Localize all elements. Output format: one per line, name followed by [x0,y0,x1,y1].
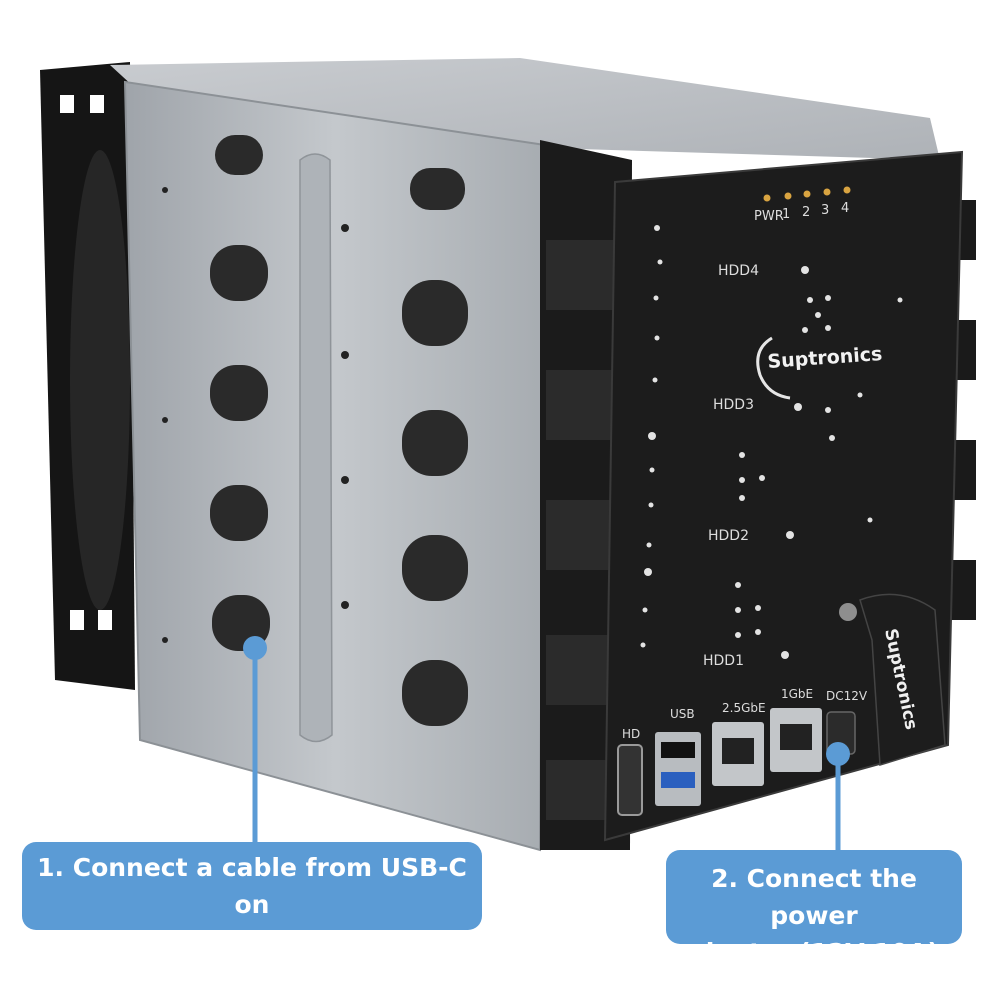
hdd-label-3: HDD3 [713,397,754,413]
rear-frame [40,62,135,690]
hdd-label-4: HDD4 [718,263,759,279]
fan-bracket: Suptronics [839,593,946,766]
ethernet-port-1gbe [770,708,822,772]
port-label-hd: HD [622,727,640,741]
side-panel [123,80,547,852]
callout-usb-c: 1. Connect a cable from USB-C on the IO … [22,842,482,956]
port-label-1gbe: 1GbE [781,687,813,701]
callout-power: 2. Connect the power adapter (12V 10A). [666,850,962,967]
led-label-3: 3 [821,203,829,218]
callout-usb-c-line-1: 1. Connect a cable from USB-C on [37,853,467,919]
callout-leaders [243,636,850,850]
ethernet-port-2.5gbe [712,722,764,786]
callout-usb-c-line-2: the IO board to the host device. [26,927,478,956]
callout-power-line-1: 2. Connect the power [711,864,917,930]
mounting-holes [640,225,903,659]
led-label-1: 1 [782,207,790,222]
fan-icon [70,150,130,610]
io-board: PWR 1 2 3 4 HDD4 HDD3 HDD2 HDD1 Suptroni… [603,150,964,842]
hdmi-port [617,744,643,816]
port-label-dc12v: DC12V [826,689,868,703]
hdd-label-2: HDD2 [708,528,749,544]
port-label-2.5gbe: 2.5GbE [722,701,766,715]
led-label-4: 4 [841,201,849,216]
usb-ports [655,732,701,806]
led-label-pwr: PWR [754,209,784,224]
led-label-2: 2 [802,205,810,220]
hdd-label-1: HDD1 [703,653,744,669]
callout-power-line-2: adapter (12V 10A). [679,938,949,967]
port-label-usb: USB [670,707,695,721]
top-lid [110,58,940,160]
brand-swoosh-icon [756,336,791,400]
